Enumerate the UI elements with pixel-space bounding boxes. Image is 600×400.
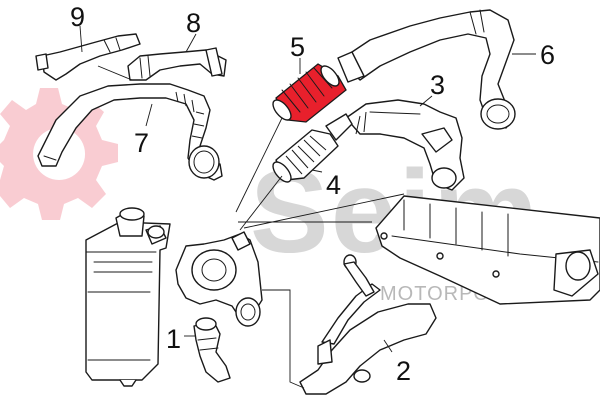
callout-6: 6 (540, 40, 555, 70)
callout-3: 3 (430, 70, 445, 100)
part-6-air-intake-pipe (337, 9, 516, 130)
part-3-intake-duct (345, 99, 465, 191)
callout-5: 5 (290, 32, 305, 62)
leader-3 (419, 95, 433, 107)
part-7-bent-hose (37, 83, 223, 181)
turbocharger (175, 231, 263, 327)
callout-2: 2 (396, 356, 411, 386)
leader-8 (185, 33, 197, 53)
part-5-intercooler-hose (272, 63, 347, 123)
leader-2 (383, 339, 393, 353)
part-4-corrugated-hose (272, 113, 353, 183)
intake-manifold (375, 195, 600, 305)
callout-1: 1 (166, 324, 181, 354)
part-1-turbo-connector (193, 317, 231, 383)
leader-4 (311, 169, 323, 173)
callout-7: 7 (134, 128, 149, 158)
leader-9 (79, 25, 83, 53)
callout-4: 4 (326, 170, 341, 200)
part-2-charge-air-pipe (299, 254, 437, 395)
intercooler (85, 207, 171, 387)
callout-8: 8 (186, 8, 201, 38)
part-8-small-hose (127, 47, 227, 81)
part-9-small-hose (35, 33, 141, 81)
callout-9: 9 (70, 2, 85, 32)
leader-7 (145, 103, 153, 127)
gear-logo-icon (0, 88, 118, 220)
